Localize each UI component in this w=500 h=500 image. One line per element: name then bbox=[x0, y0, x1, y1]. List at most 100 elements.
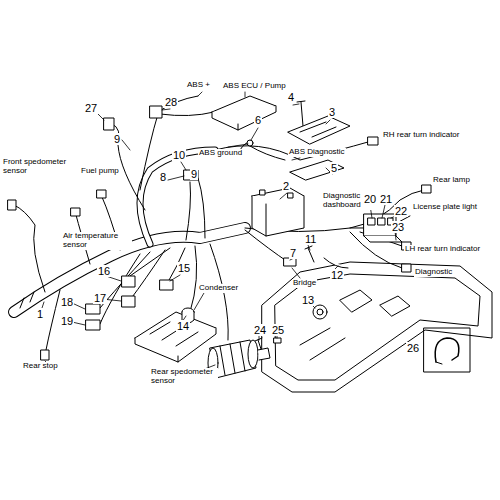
small-parts bbox=[313, 305, 327, 319]
callout-number: 9 bbox=[190, 168, 198, 180]
leader-line bbox=[198, 92, 202, 96]
part-label: Front spedometer sensor bbox=[2, 158, 82, 176]
relay bbox=[86, 276, 173, 330]
part-label: License plate light bbox=[412, 203, 478, 212]
leader-line bbox=[308, 245, 310, 250]
bracket-parts bbox=[288, 116, 350, 144]
callout-number: 17 bbox=[93, 292, 107, 304]
callout-number: 11 bbox=[304, 233, 317, 245]
small-parts bbox=[317, 309, 323, 315]
rear-undertray bbox=[262, 262, 492, 392]
small-parts bbox=[305, 246, 314, 262]
harness-wire bbox=[140, 114, 158, 190]
part-label: RH rear turn indicator bbox=[382, 131, 460, 140]
part-label: ABS ground bbox=[198, 149, 243, 158]
leader-line bbox=[228, 144, 248, 147]
leader-line bbox=[382, 205, 385, 218]
callout-number: 4 bbox=[287, 91, 295, 103]
part-label: LH rear turn indicator bbox=[404, 245, 481, 254]
battery bbox=[252, 196, 304, 236]
relay bbox=[122, 296, 135, 307]
wire-connector bbox=[247, 140, 253, 146]
harness-wire bbox=[14, 205, 45, 292]
wire-connector bbox=[368, 137, 378, 145]
harness-wire bbox=[46, 290, 60, 350]
starter-motor bbox=[220, 342, 245, 375]
starter-motor bbox=[248, 340, 258, 368]
wire-connector bbox=[150, 106, 162, 118]
fuse-box bbox=[368, 218, 375, 225]
part-label: Bridge bbox=[292, 279, 317, 288]
part-label: ABS ECU / Pump bbox=[222, 82, 287, 91]
battery bbox=[252, 188, 304, 236]
leader-line bbox=[251, 128, 258, 140]
battery bbox=[288, 193, 293, 198]
part-label: ABS Diagnostic bbox=[288, 148, 346, 157]
leader-line bbox=[168, 176, 184, 180]
part-label: Diagnostic bbox=[414, 268, 453, 277]
relay bbox=[86, 320, 100, 330]
part-label: Rear spedometer sensor bbox=[150, 368, 218, 386]
harness-wire bbox=[350, 232, 402, 268]
leader-line bbox=[122, 140, 130, 150]
leader-line bbox=[292, 158, 300, 160]
callout-number: 23 bbox=[391, 221, 405, 233]
callout-number: 3 bbox=[328, 106, 336, 118]
fuse-box bbox=[364, 236, 402, 242]
harness-wire bbox=[250, 146, 285, 160]
part-label: Rear lamp bbox=[432, 176, 471, 185]
wire-connector bbox=[8, 200, 16, 210]
cable-clamp bbox=[424, 328, 470, 372]
callout-number: 21 bbox=[379, 193, 393, 205]
leader-line bbox=[162, 109, 170, 110]
bracket-parts bbox=[297, 101, 305, 126]
small-parts bbox=[324, 258, 348, 268]
callout-number: 12 bbox=[330, 269, 344, 281]
harness-wire bbox=[158, 96, 198, 112]
harness-sheath bbox=[20, 292, 34, 308]
callout-number: 7 bbox=[289, 247, 297, 259]
leader-line bbox=[280, 193, 287, 199]
leader-line bbox=[181, 162, 186, 170]
callout-number: 2 bbox=[282, 180, 290, 192]
starter-motor bbox=[258, 348, 270, 360]
abs-ecu-pump bbox=[212, 106, 276, 130]
callout-number: 5 bbox=[330, 162, 338, 174]
callout-number: 25 bbox=[271, 324, 285, 336]
leader-line bbox=[277, 336, 278, 338]
relay-tray bbox=[135, 312, 216, 362]
callout-number: 26 bbox=[406, 342, 420, 354]
rear-undertray bbox=[300, 328, 345, 360]
callout-number: 28 bbox=[164, 96, 178, 108]
callout-number: 16 bbox=[97, 265, 111, 277]
harness-sheath bbox=[140, 150, 215, 244]
callout-number: 13 bbox=[301, 294, 315, 306]
callout-number: 20 bbox=[363, 193, 377, 205]
small-parts bbox=[255, 246, 348, 352]
part-label: Rear stop bbox=[22, 362, 59, 371]
harness-wire bbox=[100, 252, 150, 308]
wire-connector bbox=[8, 106, 431, 360]
callout-number: 6 bbox=[254, 114, 262, 126]
callout-number: 9 bbox=[113, 133, 121, 145]
callout-number: 24 bbox=[253, 324, 267, 336]
rear-undertray bbox=[262, 262, 492, 392]
wire-connector bbox=[284, 258, 296, 266]
wire-connector bbox=[422, 185, 431, 193]
wire-connector bbox=[104, 118, 114, 130]
leader-line bbox=[293, 104, 299, 105]
harness-wire bbox=[14, 96, 424, 350]
abs-ecu-pump bbox=[212, 96, 276, 130]
callout-number: 1 bbox=[36, 308, 44, 320]
callout-number: 27 bbox=[84, 102, 98, 114]
leader-line bbox=[194, 293, 204, 310]
fuse-box bbox=[378, 218, 385, 225]
cable-clamp bbox=[436, 362, 442, 364]
relay bbox=[86, 304, 100, 314]
leader-line bbox=[259, 336, 260, 340]
callout-number: 19 bbox=[60, 315, 74, 327]
harness-wire bbox=[160, 112, 214, 116]
cable-clamp bbox=[424, 328, 470, 372]
wire-connector bbox=[402, 264, 411, 272]
